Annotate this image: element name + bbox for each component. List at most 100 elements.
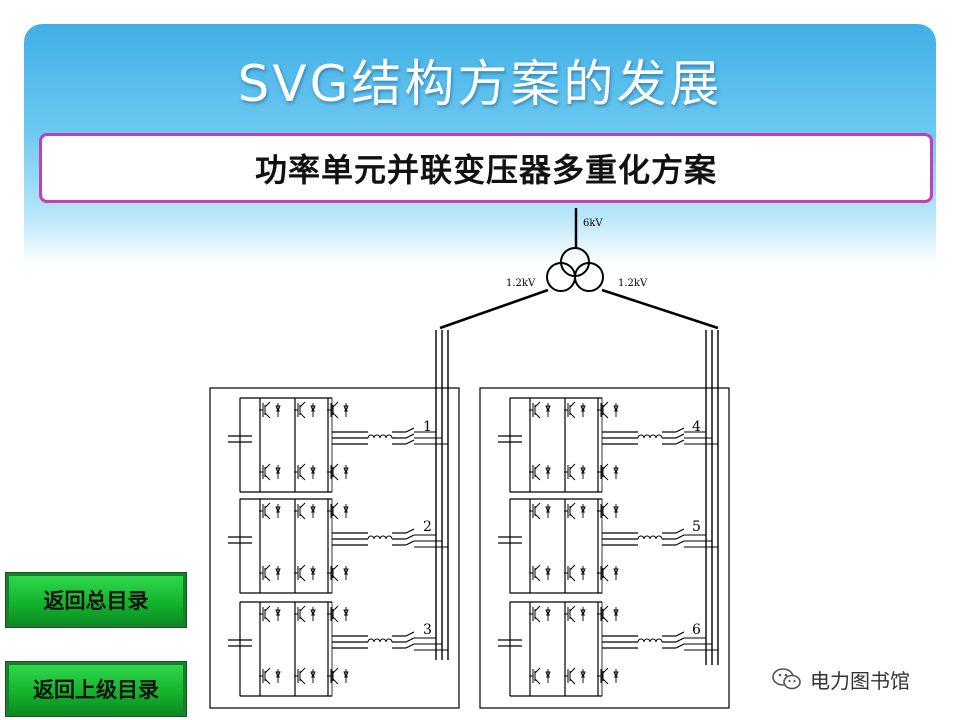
igbt-emitter: [332, 513, 339, 520]
igbt-collector: [602, 401, 609, 408]
inductor-coil: [637, 535, 645, 540]
output-switch: [405, 427, 415, 433]
back-to-parent-menu-button[interactable]: 返回上级目录: [5, 661, 187, 717]
inductor-coil: [643, 535, 651, 540]
igbt-emitter: [332, 616, 339, 623]
igbt-collector: [299, 502, 306, 509]
igbt-emitter: [602, 616, 609, 623]
output-switch: [675, 439, 685, 445]
igbt-collector: [264, 502, 271, 509]
output-switch: [675, 427, 685, 433]
igbt-emitter: [264, 513, 271, 520]
igbt-emitter: [332, 678, 339, 685]
slide-title: SVG结构方案的发展: [237, 55, 723, 113]
back-to-main-menu-button[interactable]: 返回总目录: [5, 572, 187, 628]
igbt-emitter: [569, 678, 576, 685]
source-voltage-label: 6kV: [583, 218, 603, 229]
winding-left-voltage-label: 1.2kV: [506, 278, 536, 289]
output-switch: [405, 528, 415, 534]
igbt-emitter: [299, 616, 306, 623]
output-switch: [405, 534, 415, 540]
inductor-coil: [385, 434, 393, 439]
inductor-coil: [649, 638, 657, 643]
igbt-emitter: [602, 575, 609, 582]
unit-label-3: 3: [423, 622, 432, 638]
inductor-coil: [373, 535, 381, 540]
igbt-collector: [534, 564, 541, 571]
unit-label-4: 4: [692, 419, 701, 435]
inductor-coil: [379, 434, 387, 439]
output-switch: [405, 631, 415, 637]
inductor-coil: [379, 638, 387, 643]
unit-frame: [509, 601, 603, 697]
output-switch: [675, 540, 685, 546]
igbt-collector: [264, 463, 271, 470]
unit-frame: [509, 498, 603, 594]
igbt-emitter: [602, 474, 609, 481]
igbt-emitter: [264, 412, 271, 419]
slide-subtitle: 功率单元并联变压器多重化方案: [254, 151, 717, 189]
igbt-emitter: [602, 678, 609, 685]
igbt-collector: [569, 605, 576, 612]
igbt-collector: [332, 401, 339, 408]
unit-frame: [239, 498, 333, 594]
output-switch: [675, 433, 685, 439]
igbt-collector: [569, 463, 576, 470]
igbt-collector: [534, 463, 541, 470]
output-switch: [405, 439, 415, 445]
cabinet-right: [479, 387, 730, 709]
igbt-collector: [534, 605, 541, 612]
cabinet-left: [209, 387, 460, 709]
igbt-collector: [299, 401, 306, 408]
igbt-emitter: [264, 678, 271, 685]
igbt-collector: [534, 502, 541, 509]
output-switch: [675, 637, 685, 643]
igbt-collector: [602, 667, 609, 674]
output-switch: [675, 631, 685, 637]
igbt-emitter: [569, 474, 576, 481]
igbt-collector: [299, 667, 306, 674]
igbt-emitter: [534, 616, 541, 623]
igbt-collector: [602, 605, 609, 612]
igbt-emitter: [569, 513, 576, 520]
inductor-coil: [655, 434, 663, 439]
unit-frame: [239, 601, 333, 697]
igbt-collector: [569, 401, 576, 408]
output-switch: [675, 528, 685, 534]
output-switch: [405, 433, 415, 439]
winding-right-voltage-label: 1.2kV: [618, 278, 648, 289]
igbt-collector: [264, 605, 271, 612]
output-switch: [405, 540, 415, 546]
igbt-collector: [569, 564, 576, 571]
output-switch: [405, 637, 415, 643]
inductor-coil: [655, 638, 663, 643]
igbt-collector: [264, 401, 271, 408]
igbt-emitter: [264, 616, 271, 623]
igbt-emitter: [569, 616, 576, 623]
igbt-collector: [264, 564, 271, 571]
output-switch: [405, 643, 415, 649]
igbt-collector: [299, 564, 306, 571]
wechat-icon: [772, 668, 801, 690]
igbt-emitter: [299, 412, 306, 419]
inductor-coil: [367, 434, 375, 439]
feeder-left: [439, 288, 549, 330]
inductor-coil: [649, 535, 657, 540]
unit-label-5: 5: [692, 519, 701, 535]
igbt-collector: [332, 502, 339, 509]
output-switch: [675, 534, 685, 540]
inductor-coil: [637, 638, 645, 643]
igbt-collector: [569, 502, 576, 509]
igbt-emitter: [264, 474, 271, 481]
unit-label-6: 6: [692, 622, 701, 638]
igbt-collector: [534, 401, 541, 408]
igbt-collector: [602, 463, 609, 470]
unit-frame: [239, 397, 333, 493]
igbt-emitter: [264, 575, 271, 582]
igbt-emitter: [299, 678, 306, 685]
igbt-collector: [332, 667, 339, 674]
igbt-collector: [299, 605, 306, 612]
igbt-collector: [332, 463, 339, 470]
igbt-emitter: [602, 513, 609, 520]
igbt-emitter: [332, 474, 339, 481]
